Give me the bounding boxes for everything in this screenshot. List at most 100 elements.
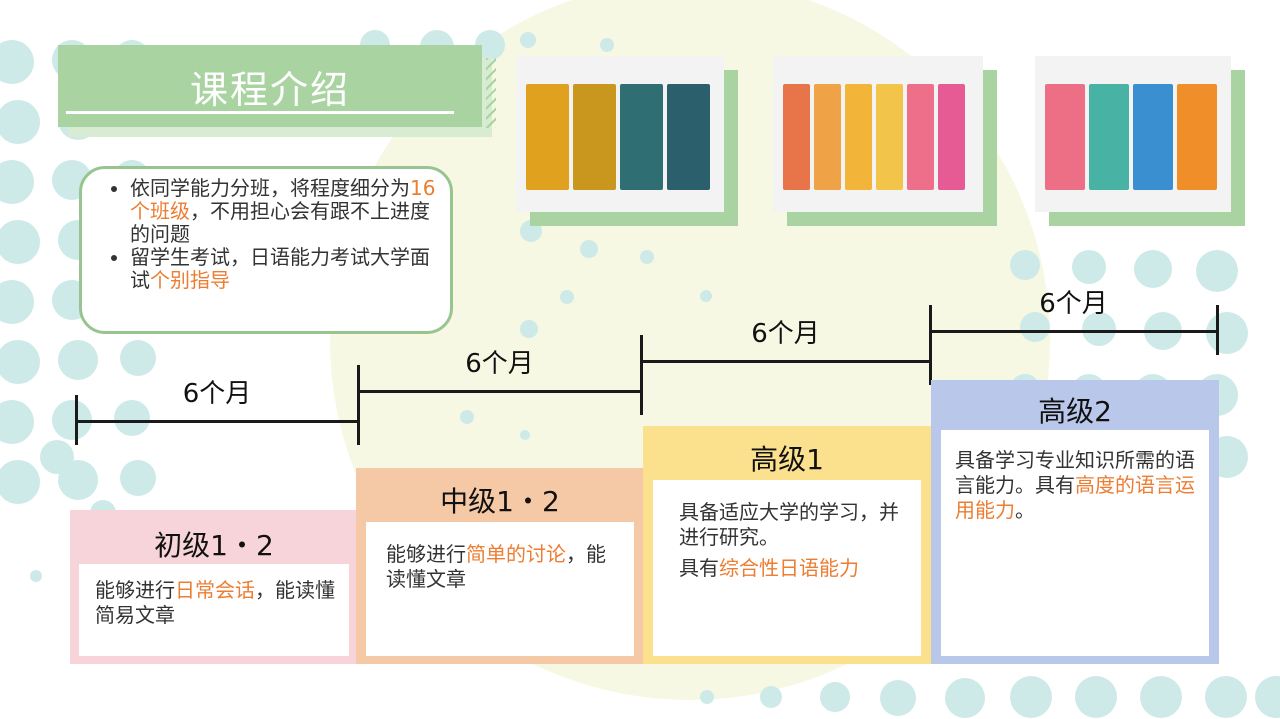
book-cover [1177,84,1217,190]
description-line: 具备适应大学的学习，并进行研究。 [679,500,907,550]
background-dot [520,32,536,48]
intro-bullet: 留学生考试，日语能力考试大学面试个别指导 [130,246,436,292]
background-dot [820,682,850,712]
title-decoration [486,58,496,128]
background-dot [1020,312,1050,342]
body-text: 依同学能力分班，将程度细分为 [130,176,410,200]
book-cover [1045,84,1085,190]
background-dot [120,460,156,496]
timeline-line [357,365,360,415]
level-description: 能够进行日常会话，能读懂简易文章 [79,564,349,656]
background-dot [0,160,34,204]
level-title: 高级1 [750,443,824,476]
body-text: 具有 [679,556,719,580]
body-text: 具备适应大学的学习，并进行研究。 [679,500,899,549]
background-dot [520,320,538,338]
timeline-line [930,330,1217,333]
background-dot [560,290,574,304]
level-title: 中级1・2 [440,485,560,518]
highlight-text: 综合性日语能力 [719,556,859,580]
book-cover [907,84,934,190]
book-cover [814,84,841,190]
page-title: 课程介绍 [189,68,350,112]
intro-bubble: 依同学能力分班，将程度细分为16个班级，不用担心会有跟不上进度的问题留学生考试，… [79,166,453,334]
book-cover [938,84,965,190]
highlight-text: 日常会话 [175,578,255,602]
background-dot [580,240,598,258]
body-text: 。 [1015,498,1035,522]
highlight-text: 简单的讨论 [466,542,566,566]
body-text: ，不用担心会有跟不上进度的问题 [130,199,430,246]
book-cover [1133,84,1173,190]
background-dot [114,400,150,436]
body-text: ，能读懂文章 [386,542,606,591]
photo-try-books [1035,56,1231,212]
background-dot [1082,312,1116,346]
background-dot [1010,676,1052,718]
book-cover [667,84,710,190]
background-dot [1134,250,1172,288]
level-title: 高级2 [1038,395,1112,428]
background-dot [700,690,714,704]
timeline-line [929,305,932,355]
timeline-line [640,335,643,385]
intro-bullet: 依同学能力分班，将程度细分为16个班级，不用担心会有跟不上进度的问题 [130,177,436,246]
body-text: 留学生考试，日语能力考试大学面试 [130,245,430,292]
duration-label: 6个月 [751,319,820,349]
body-text: 能够进行 [95,578,175,602]
book-cover [783,84,810,190]
level-description: 具备学习专业知识所需的语言能力。具有高度的语言运用能力。 [941,430,1209,656]
title-underline [66,111,454,114]
highlight-text: 高度的语言运用能力 [955,473,1195,522]
description-line: 能够进行简单的讨论，能读懂文章 [386,542,620,592]
book-cover [573,84,616,190]
background-dot [1075,676,1117,718]
duration-label: 6个月 [182,379,252,409]
description-line: 具备学习专业知识所需的语言能力。具有高度的语言运用能力。 [955,448,1197,523]
description-line: 能够进行日常会话，能读懂简易文章 [95,578,335,628]
book-cover [876,84,903,190]
background-dot [30,570,42,582]
level-card-advanced-1: 高级1 具备适应大学的学习，并进行研究。具有综合性日语能力 [643,426,931,664]
background-dot [460,410,474,424]
level-title: 初级1・2 [154,529,274,562]
book-cover [526,84,569,190]
background-dot [40,440,74,474]
background-dot [1205,676,1247,718]
background-dot [880,680,916,716]
title-box: 课程介绍 [58,45,482,127]
timeline-line [641,360,930,363]
background-dot [0,100,40,144]
background-dot [120,340,156,376]
background-dot [1140,676,1182,718]
background-dot [1196,250,1238,292]
timeline-line [75,395,78,445]
body-text: ，能读懂简易文章 [95,578,335,627]
timeline-line [357,395,360,445]
timeline-line [929,335,932,385]
background-dot [0,220,40,264]
body-text: 能够进行 [386,542,466,566]
background-dot [945,678,985,718]
book-cover [845,84,872,190]
background-dot [1206,312,1248,354]
duration-label: 6个月 [1039,289,1108,319]
background-dot [0,460,40,504]
timeline-line [358,390,641,393]
background-dot [640,250,654,264]
book-cover [620,84,663,190]
background-dot [0,40,34,84]
level-description: 具备适应大学的学习，并进行研究。具有综合性日语能力 [653,480,921,656]
book-cover [1089,84,1129,190]
background-dot [0,400,34,444]
timeline-line [640,365,643,415]
timeline-line [76,420,358,423]
background-dot [520,430,530,440]
duration-label: 6个月 [465,349,534,379]
photo-n-series-books [516,56,724,212]
background-dot [1255,676,1280,718]
level-card-beginner: 初级1・2 能够进行日常会话，能读懂简易文章 [70,510,358,664]
level-card-advanced-2: 高级2 具备学习专业知识所需的语言能力。具有高度的语言运用能力。 [931,380,1219,664]
intro-list: 依同学能力分班，将程度细分为16个班级，不用担心会有跟不上进度的问题留学生考试，… [108,177,436,292]
level-card-intermediate: 中级1・2 能够进行简单的讨论，能读懂文章 [356,468,644,664]
